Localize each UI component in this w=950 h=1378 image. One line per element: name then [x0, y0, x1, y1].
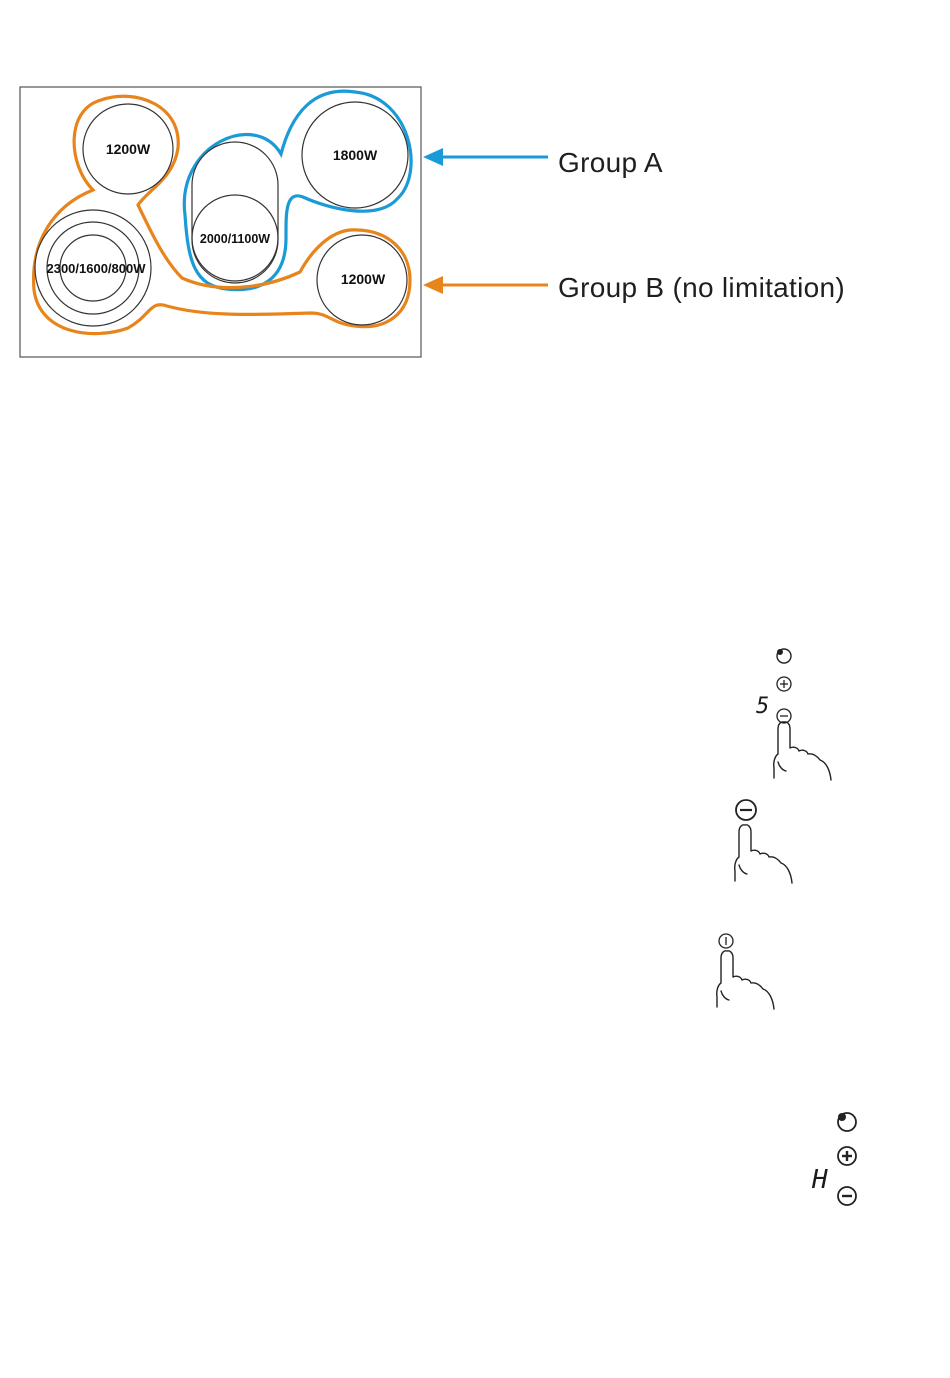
group-a-callout: Group A — [423, 147, 663, 178]
control-illustration-step4: H — [811, 1113, 856, 1205]
zone-top-right-label: 1800W — [333, 147, 378, 163]
finger-pointer-icon — [735, 825, 792, 883]
control-illustration-step2 — [735, 800, 792, 883]
control-illustration-step1: 5 — [756, 649, 831, 780]
plus-icon — [838, 1147, 856, 1165]
group-b-arrow-icon — [423, 276, 443, 294]
plus-icon — [777, 677, 791, 691]
minus-icon — [736, 800, 756, 820]
group-a-arrow-icon — [423, 148, 443, 166]
zone-center-bridge — [192, 142, 278, 283]
finger-pointer-icon — [774, 722, 831, 780]
zone-top-left-label: 1200W — [106, 141, 151, 157]
cooktop-diagram: 1200W 1800W 2000/1100W 2300/1600/800W 12… — [20, 87, 421, 357]
power-icon — [838, 1113, 856, 1131]
minus-icon — [777, 709, 791, 723]
group-b-label: Group B (no limitation) — [558, 272, 845, 303]
zone-center-label: 2000/1100W — [200, 232, 270, 246]
control-illustration-step3 — [717, 934, 774, 1009]
display-level-readout: 5 — [756, 694, 769, 719]
zone-bottom-left-label: 2300/1600/800W — [46, 261, 146, 276]
group-b-callout: Group B (no limitation) — [423, 272, 845, 303]
power-icon — [777, 649, 791, 663]
display-residual-heat-readout: H — [811, 1165, 828, 1195]
group-a-label: Group A — [558, 147, 663, 178]
zone-bottom-right-label: 1200W — [341, 271, 386, 287]
finger-pointer-icon — [717, 951, 774, 1009]
power-icon — [719, 934, 733, 948]
minus-icon — [838, 1187, 856, 1205]
